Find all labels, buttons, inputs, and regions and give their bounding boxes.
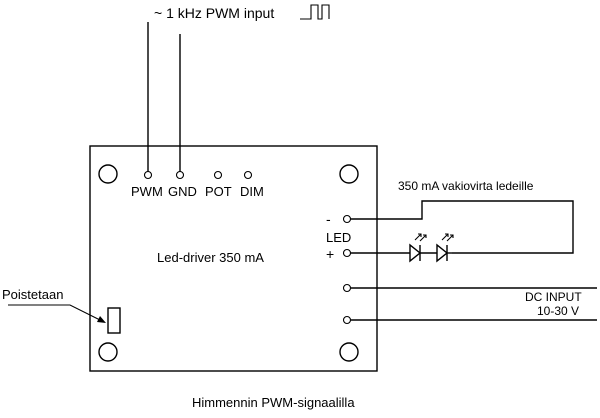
terminal-led-plus bbox=[342, 248, 352, 258]
dc-input-label: DC INPUT bbox=[525, 290, 582, 304]
board-label: Led-driver 350 mA bbox=[157, 250, 264, 265]
pin-label-pwm: PWM bbox=[131, 184, 163, 199]
mounting-hole-bottom-right bbox=[339, 342, 359, 362]
pin-label-dim: DIM bbox=[240, 184, 264, 199]
led-minus-sign: - bbox=[326, 211, 331, 227]
dc-input-voltage: 10-30 V bbox=[537, 304, 579, 318]
mounting-hole-bottom-left bbox=[98, 342, 118, 362]
pwm-input-label: ~ 1 kHz PWM input bbox=[154, 5, 274, 21]
led-current-label: 350 mA vakiovirta ledeille bbox=[398, 179, 534, 193]
remove-pointer-line bbox=[8, 304, 105, 323]
pin-dim bbox=[243, 170, 253, 180]
driver-board bbox=[89, 145, 378, 372]
led-label: LED bbox=[326, 230, 351, 245]
pin-pwm bbox=[143, 170, 153, 180]
pin-label-gnd: GND bbox=[168, 184, 197, 199]
terminal-dc-1 bbox=[342, 283, 352, 293]
led-minus-wire bbox=[351, 200, 574, 254]
remove-label: Poistetaan bbox=[2, 287, 63, 302]
remove-pointer-arrowhead bbox=[97, 316, 106, 323]
pwm-pulse-icon bbox=[300, 4, 330, 20]
terminal-led-minus bbox=[342, 214, 352, 224]
led-plus-sign: + bbox=[326, 246, 334, 262]
pin-label-pot: POT bbox=[205, 184, 232, 199]
led-diode-2 bbox=[436, 233, 454, 263]
led-diode-1 bbox=[409, 233, 427, 263]
diagram-caption: Himmennin PWM-signaalilla bbox=[192, 395, 355, 410]
pin-gnd bbox=[175, 170, 185, 180]
mounting-hole-top-right bbox=[339, 164, 359, 184]
terminal-dc-2 bbox=[342, 315, 352, 325]
pin-pot bbox=[213, 170, 223, 180]
mounting-hole-top-left bbox=[98, 164, 118, 184]
removed-component bbox=[107, 307, 121, 334]
